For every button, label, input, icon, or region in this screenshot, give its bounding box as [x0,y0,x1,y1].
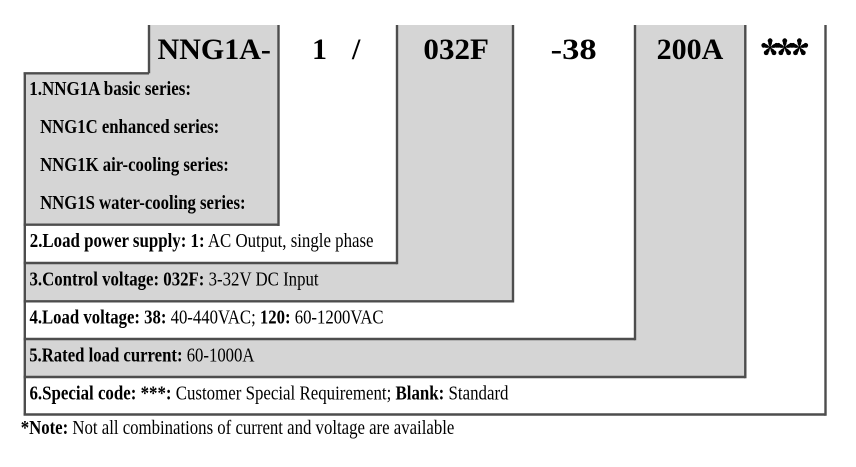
svg-text:NNG1K air-cooling series:: NNG1K air-cooling series: [40,154,229,176]
svg-text:6.Special code: ***: Customer: 6.Special code: ***: Customer Special Re… [30,383,510,405]
svg-text:5.Rated load current: 60-1000A: 5.Rated load current: 60-1000A [29,344,255,366]
svg-text:200A: 200A [657,33,724,66]
svg-text:NNG1A-: NNG1A- [158,33,271,66]
svg-text:*Note: Not all combinations of: *Note: Not all combinations of current a… [21,417,455,439]
svg-text:4.Load voltage: 38: 40-440VAC;: 4.Load voltage: 38: 40-440VAC; 120: 60-1… [30,306,384,328]
svg-text:NNG1S water-cooling series:: NNG1S water-cooling series: [40,191,245,213]
svg-text:1.NNG1A basic series:: 1.NNG1A basic series: [29,78,191,101]
svg-text:/: / [351,33,361,66]
svg-text:2.Load power supply: 1: AC Out: 2.Load power supply: 1: AC Output, singl… [30,230,374,252]
svg-text:NNG1C enhanced series:: NNG1C enhanced series: [40,116,219,138]
svg-text:032F: 032F [423,33,489,66]
svg-text:1: 1 [312,33,327,66]
svg-text:-38: -38 [551,33,597,66]
svg-text:3.Control voltage: 032F: 3-32V: 3.Control voltage: 032F: 3-32V DC Input [30,268,320,290]
